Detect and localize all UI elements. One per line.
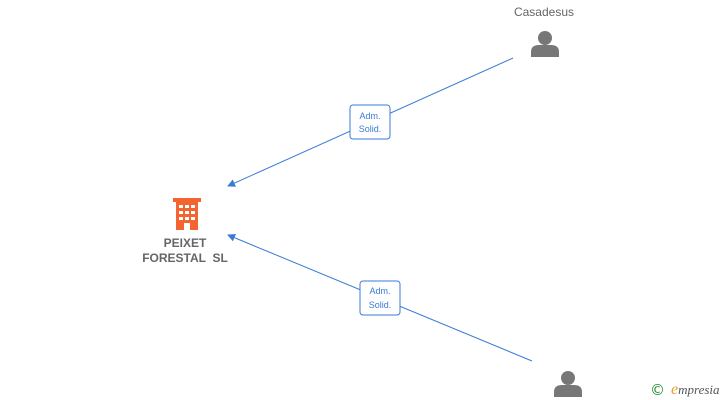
brand-name: mpresia <box>678 382 720 397</box>
brand-initial: e <box>671 381 678 398</box>
relation-label-1[interactable]: Adm. Solid. <box>349 104 391 140</box>
company-name-line1: PEIXET <box>164 236 207 250</box>
person-icon <box>531 31 559 57</box>
relation-label-2[interactable]: Adm. Solid. <box>359 280 401 316</box>
brand-watermark: © empresia <box>650 381 720 399</box>
person-icon <box>554 371 582 397</box>
company-node[interactable]: PEIXET FORESTAL SL <box>142 198 228 265</box>
relation-label-line2: Solid. <box>359 124 382 134</box>
person-node-casadesus[interactable]: Casadesus <box>514 5 574 57</box>
relation-label-line2: Solid. <box>369 300 392 310</box>
person-node-2[interactable] <box>554 371 582 397</box>
company-name-line2: FORESTAL SL <box>142 251 228 265</box>
copyright-symbol: © <box>650 381 665 399</box>
relation-label-line1: Adm. <box>369 286 390 296</box>
person-name: Casadesus <box>514 5 574 19</box>
building-icon <box>173 198 201 230</box>
relation-label-line1: Adm. <box>359 111 380 121</box>
brand-logo: empresia <box>671 381 720 398</box>
